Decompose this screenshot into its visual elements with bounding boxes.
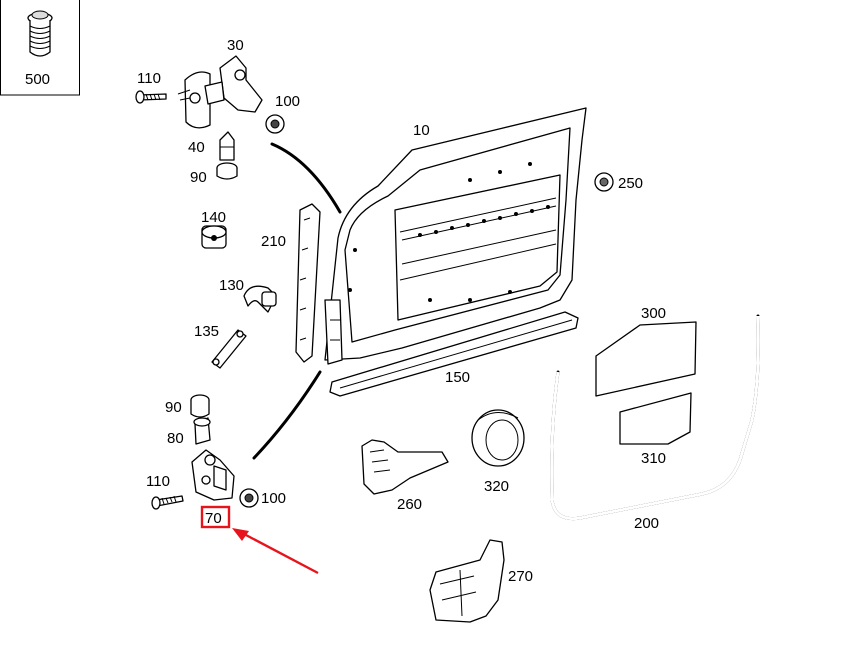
- part-150-sill: [329, 311, 579, 397]
- label-310: 310: [641, 450, 666, 467]
- part-90-grommet-bottom: [190, 394, 210, 418]
- part-130-clip: [243, 285, 277, 313]
- highlight-70: 70: [200, 505, 319, 575]
- label-210: 210: [261, 233, 286, 250]
- label-90-bottom: 90: [165, 399, 182, 416]
- label-80: 80: [167, 430, 184, 447]
- leader-bottom: [252, 370, 322, 460]
- label-200: 200: [634, 515, 659, 532]
- part-310-panel: [619, 392, 692, 445]
- part-500-inset: 500: [0, 0, 80, 96]
- part-110-screw-top: [135, 90, 167, 104]
- part-210-seal-strip: [295, 203, 321, 363]
- label-150: 150: [445, 369, 470, 386]
- label-30: 30: [227, 37, 244, 54]
- leader-top: [270, 142, 342, 214]
- part-110-screw-bottom: [151, 495, 184, 510]
- part-80-pin: [193, 417, 211, 445]
- part-300-panel: [595, 321, 697, 397]
- label-100-bottom: 100: [261, 490, 286, 507]
- label-250: 250: [618, 175, 643, 192]
- label-40: 40: [188, 139, 205, 156]
- label-300: 300: [641, 305, 666, 322]
- label-110-top: 110: [137, 70, 161, 87]
- label-90-top: 90: [190, 169, 207, 186]
- part-270-cover: [429, 539, 505, 623]
- part-100-nut-bottom: [239, 488, 259, 508]
- part-30-hinge-top: [177, 55, 263, 129]
- part-90-grommet-top: [216, 162, 238, 180]
- label-70: 70: [205, 510, 222, 527]
- part-140-stopper: [201, 225, 227, 249]
- label-140: 140: [201, 209, 226, 226]
- label-500: 500: [25, 71, 50, 88]
- door-holes: [348, 162, 550, 302]
- highlight-arrow-line: [243, 532, 319, 575]
- highlight-arrow-head: [232, 528, 249, 541]
- part-135-bracket: [211, 329, 247, 369]
- highlight-box: [200, 505, 231, 529]
- part-10-door-shell: [324, 107, 587, 365]
- part-250-grommet: [594, 172, 614, 192]
- part-100-nut-top: [265, 114, 285, 134]
- label-110-bottom: 110: [146, 473, 170, 490]
- label-320: 320: [484, 478, 509, 495]
- label-10: 10: [413, 122, 430, 139]
- label-100-top: 100: [275, 93, 300, 110]
- part-70-hinge-bottom: [191, 449, 235, 501]
- part-260-bracket: [361, 439, 449, 495]
- part-200-door-seal: [550, 314, 760, 521]
- label-260: 260: [397, 496, 422, 513]
- part-40-pin: [219, 131, 235, 161]
- label-130: 130: [219, 277, 244, 294]
- part-320-ring: [471, 409, 525, 467]
- part-500-icon: [27, 10, 53, 57]
- label-135: 135: [194, 323, 219, 340]
- label-270: 270: [508, 568, 533, 585]
